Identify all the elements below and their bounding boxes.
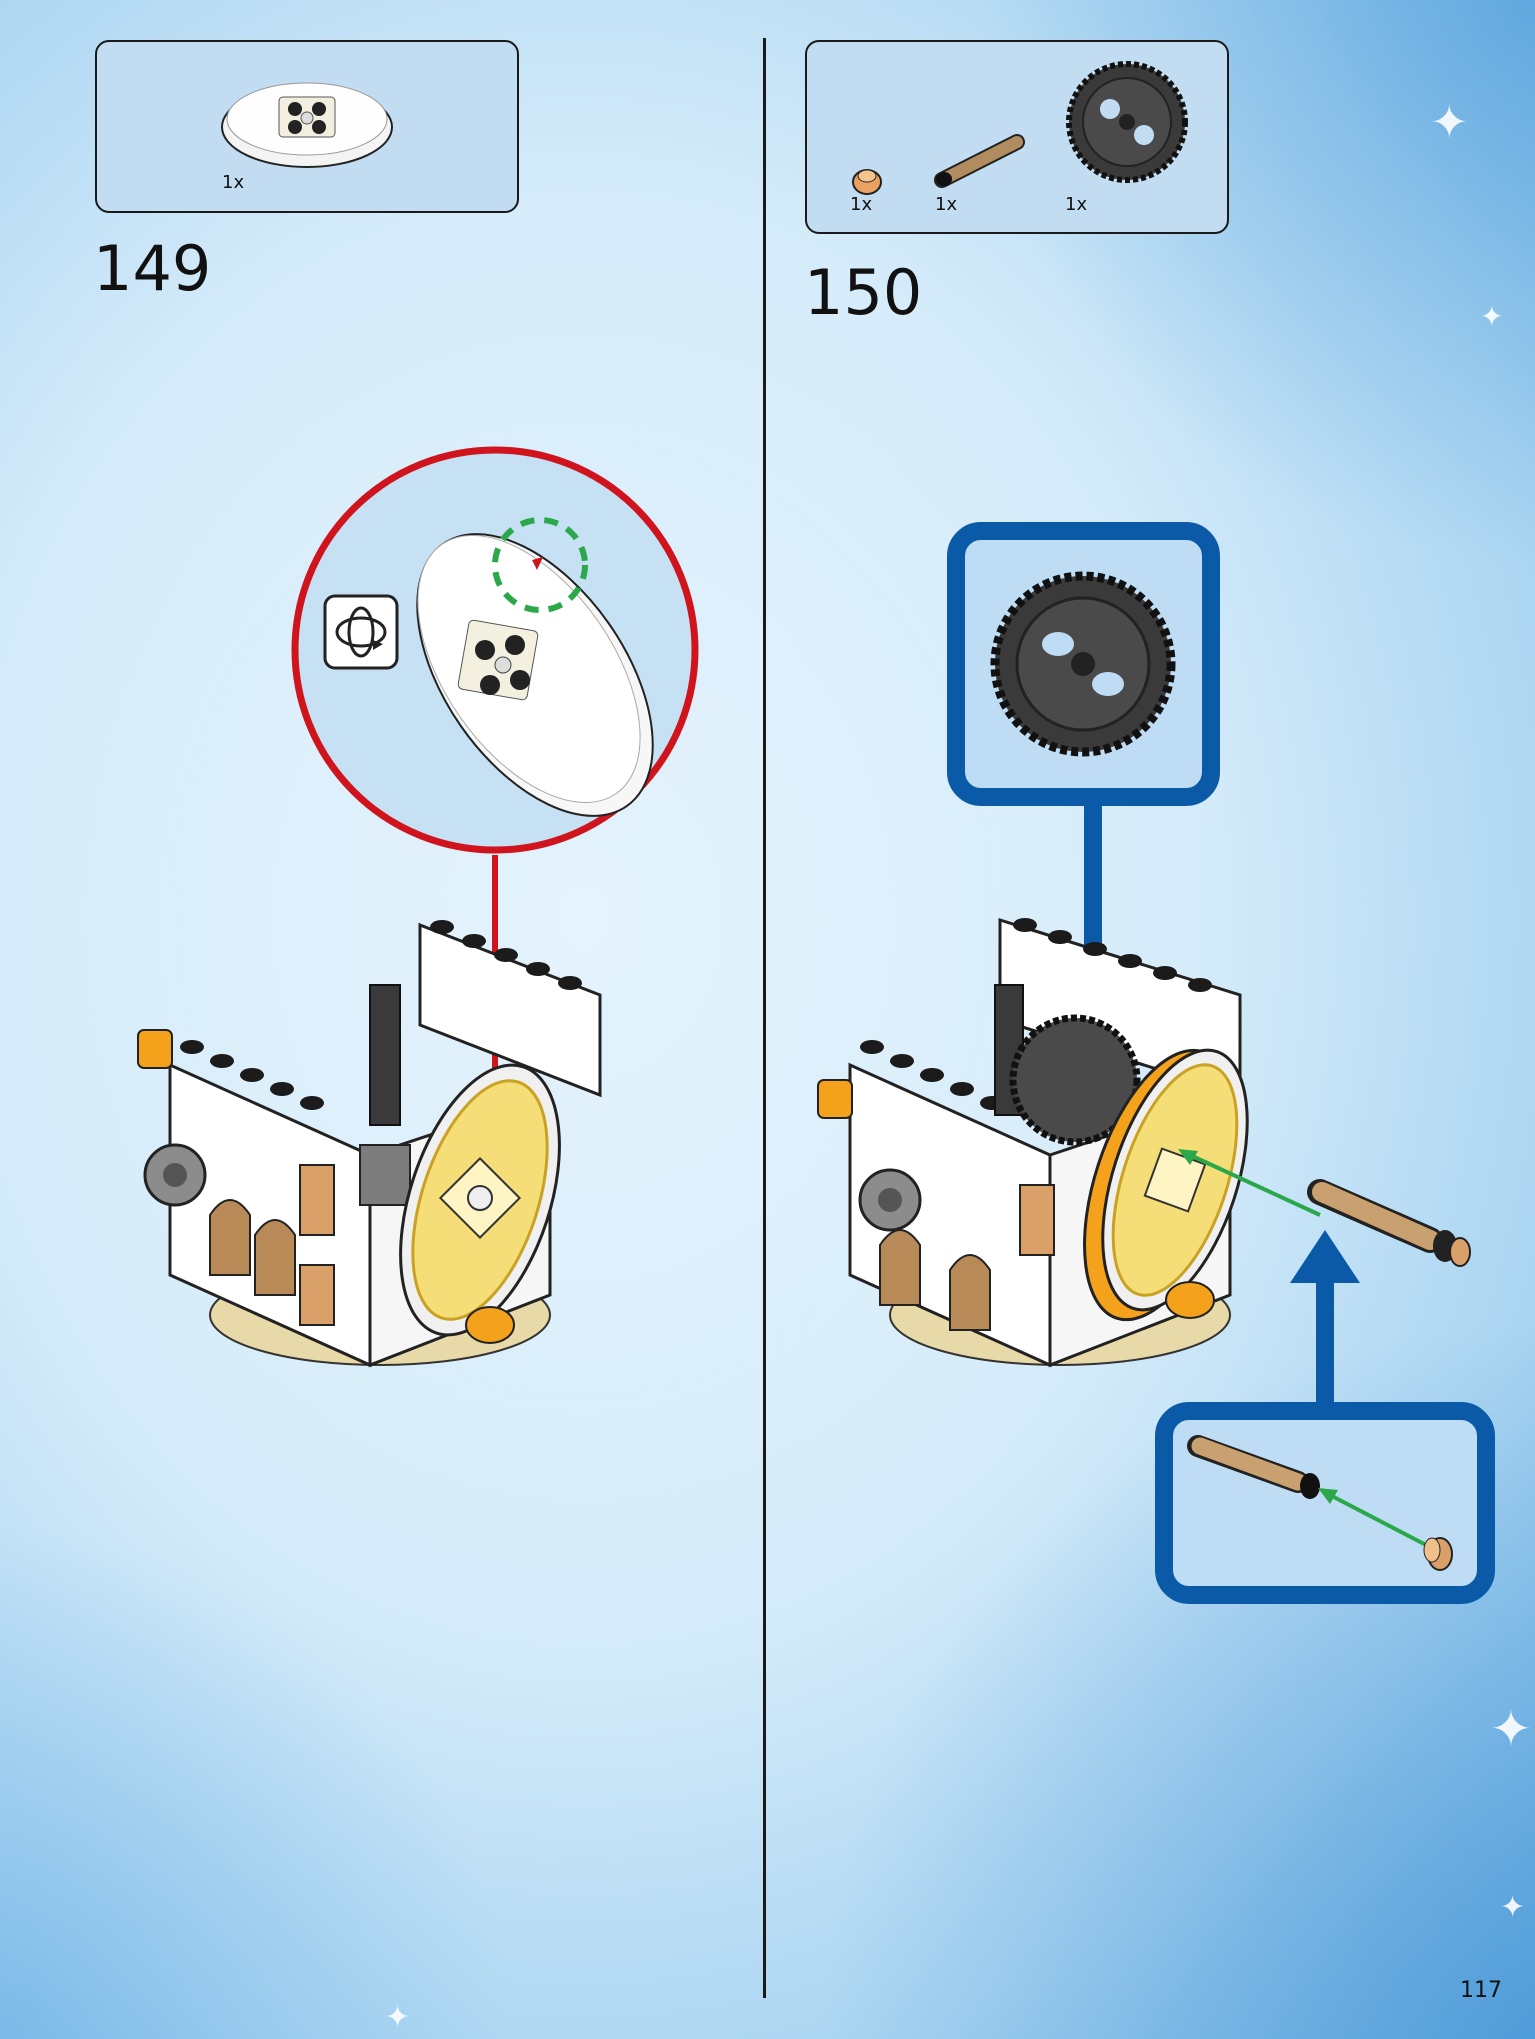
star-icon: ✦ bbox=[385, 2000, 411, 2035]
axle-pin-subassembly-icon bbox=[1187, 1435, 1453, 1571]
rotate-model-icon bbox=[323, 594, 399, 670]
page-number: 117 bbox=[1460, 1978, 1502, 2003]
part-qty: 1x bbox=[850, 194, 873, 215]
model-assembly-step-150 bbox=[817, 917, 1321, 1368]
step-number: 150 bbox=[804, 256, 923, 329]
part-qty: 1x bbox=[222, 172, 245, 193]
callout-box-pin-assembly bbox=[1155, 1402, 1495, 1604]
callout-box-gear bbox=[947, 522, 1220, 806]
model-assembly-step-149 bbox=[137, 920, 602, 1368]
page-divider bbox=[763, 38, 766, 1998]
parts-list-step-150: 1x 1x 1x bbox=[805, 40, 1229, 234]
star-icon: ✦ bbox=[1490, 1700, 1532, 1758]
parts-list-step-149: 1x bbox=[95, 40, 519, 213]
round-tile-part-icon bbox=[221, 82, 393, 168]
gear-part-icon bbox=[1066, 61, 1188, 183]
step-number: 149 bbox=[93, 232, 212, 305]
gear-icon bbox=[990, 571, 1176, 757]
star-icon: ✦ bbox=[1480, 300, 1504, 333]
round-plate-part-icon bbox=[852, 169, 882, 195]
part-qty: 1x bbox=[935, 194, 958, 215]
axle-pin-icon bbox=[1307, 1179, 1471, 1267]
axle-pin-part-icon bbox=[934, 134, 1025, 188]
callout-arrow-up bbox=[1290, 1230, 1360, 1405]
star-icon: ✦ bbox=[1430, 95, 1469, 149]
star-icon: ✦ bbox=[1500, 1890, 1526, 1925]
part-qty: 1x bbox=[1065, 194, 1088, 215]
